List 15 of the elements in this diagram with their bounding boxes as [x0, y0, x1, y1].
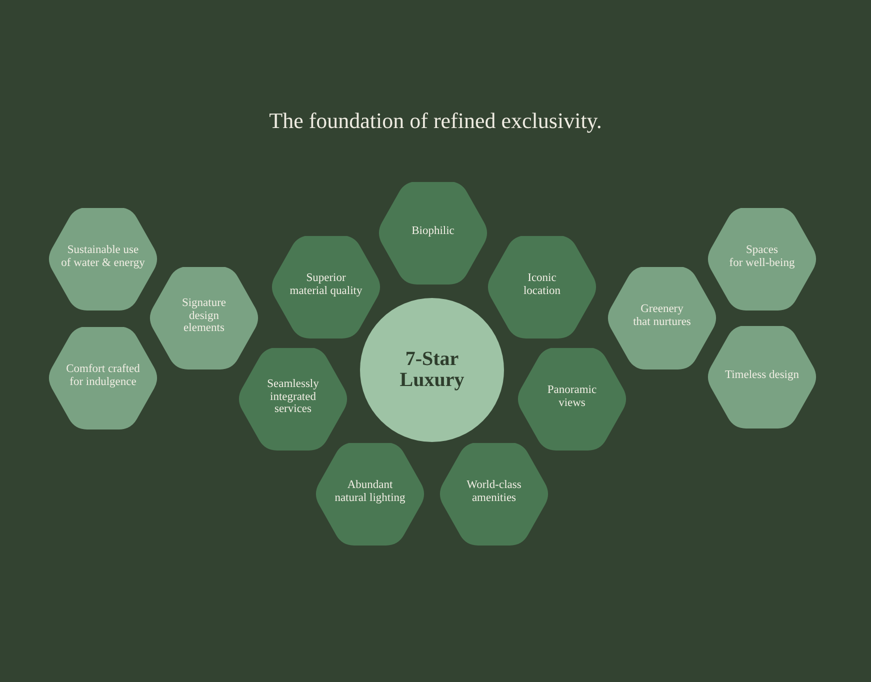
feature-label: Superior material quality: [290, 272, 362, 298]
feature-label: Sustainable use of water & energy: [61, 244, 145, 270]
feature-label: Biophilic: [412, 224, 454, 238]
center-label: 7-Star Luxury: [400, 349, 464, 391]
feature-label: Timeless design: [724, 368, 799, 382]
feature-label: Signature design elements: [182, 296, 226, 336]
feature-label: Seamlessly integrated services: [267, 378, 319, 416]
feature-label: Abundant natural lighting: [334, 479, 406, 505]
feature-label: Iconic location: [523, 272, 561, 298]
diagram-title: The foundation of refined exclusivity.: [269, 108, 602, 134]
feature-label: Spaces for well-being: [729, 244, 795, 270]
feature-label: World-class amenities: [466, 479, 522, 505]
feature-label: Panoramic views: [547, 384, 597, 410]
feature-label: Comfort crafted for indulgence: [66, 363, 140, 389]
feature-label: Greenery that nurtures: [633, 303, 691, 329]
